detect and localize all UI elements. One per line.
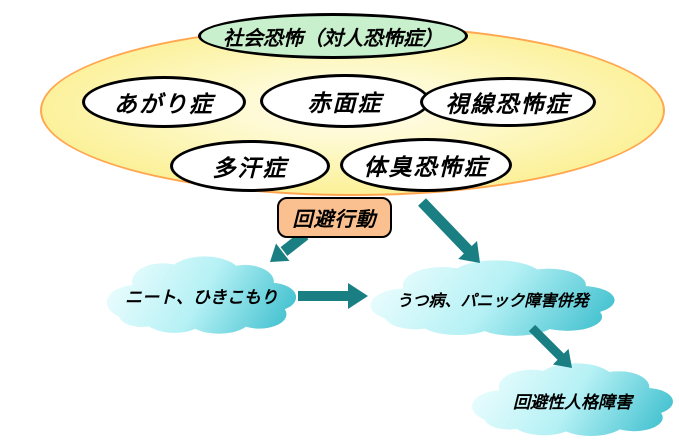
avoidance-behavior-label: 回避行動 (292, 207, 377, 231)
ellipse-blushing: 赤面症 (260, 74, 430, 128)
cloud-neet-hikikomori (105, 253, 298, 338)
body-odor-phobia-label: 体臭恐怖症 (363, 155, 489, 181)
stage-fright-label: あがり症 (114, 92, 214, 118)
hyperhidrosis-label: 多汗症 (212, 156, 288, 182)
social-phobia-title-label: 社会恐怖（対人恐怖症） (223, 25, 443, 50)
cloud-depression-panic (368, 257, 617, 340)
ellipse-stage-fright: あがり症 (82, 76, 246, 128)
social-phobia-title-ellipse: 社会恐怖（対人恐怖症） (198, 13, 468, 59)
gaze-phobia-label: 視線恐怖症 (445, 92, 571, 118)
cloud-shape (370, 260, 615, 336)
cloud-avoidant-personality (470, 360, 675, 440)
depression-panic-label: うつ病、パニック障害併発 (396, 290, 589, 310)
ellipse-hyperhidrosis: 多汗症 (170, 140, 330, 192)
ellipse-body-odor-phobia: 体臭恐怖症 (340, 138, 512, 192)
cloud-shape (106, 256, 297, 334)
blushing-label: 赤面症 (307, 91, 383, 117)
neet-hikikomori-label: ニート、ひきこもり (125, 288, 278, 308)
cloud-shape (472, 363, 673, 436)
arrow-neet-to-depression (298, 283, 368, 309)
ellipse-gaze-phobia: 視線恐怖症 (420, 77, 596, 127)
arrow-box-to-depression (418, 198, 480, 263)
avoidant-personality-label: 回避性人格障害 (513, 392, 632, 413)
avoidance-behavior-box: 回避行動 (277, 197, 392, 238)
